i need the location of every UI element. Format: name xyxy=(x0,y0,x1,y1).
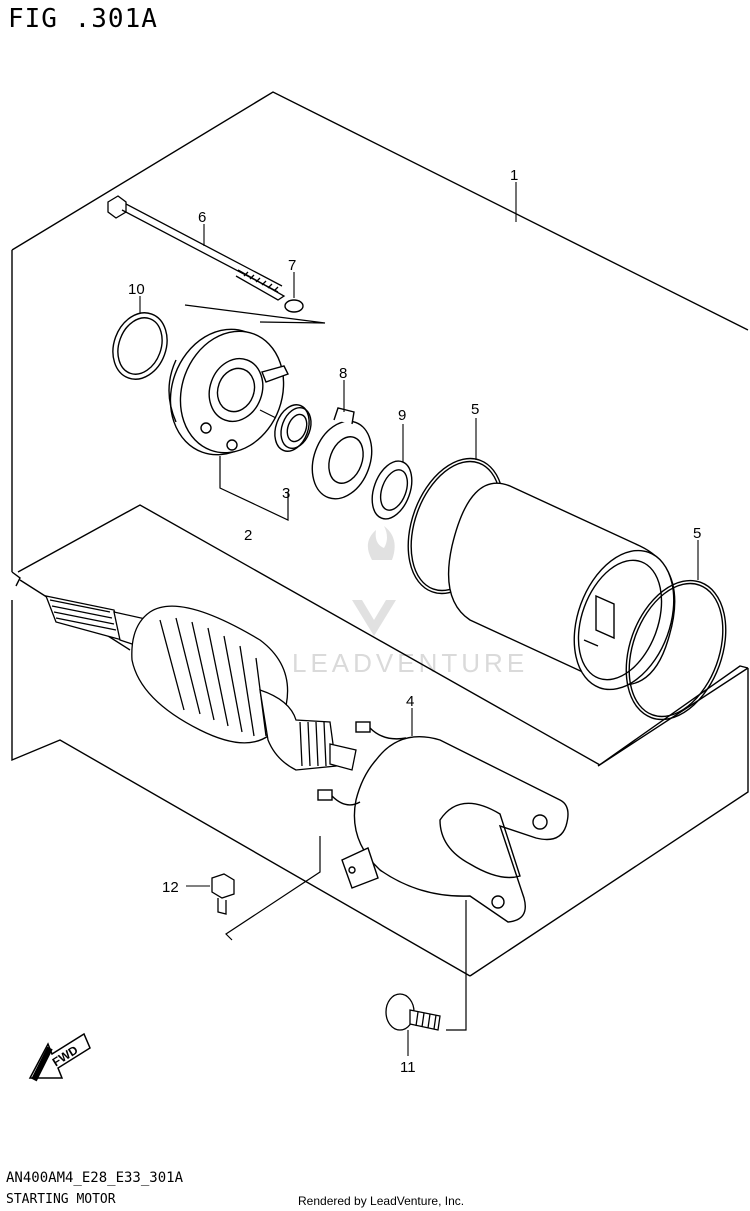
callout-10: 10 xyxy=(128,281,145,298)
callout-6: 6 xyxy=(198,209,206,226)
callout-2: 2 xyxy=(244,527,252,544)
yoke-housing xyxy=(447,482,676,691)
fwd-arrow: FWD xyxy=(28,1032,91,1082)
leadventure-watermark: LEADVENTURE xyxy=(292,526,528,678)
watermark-text: LEADVENTURE xyxy=(292,648,528,678)
callout-4: 4 xyxy=(406,693,414,710)
armature xyxy=(44,595,357,771)
brush-holder-plate xyxy=(168,328,289,456)
callout-5a: 5 xyxy=(471,401,479,418)
screw-small xyxy=(211,873,235,915)
callout-3: 3 xyxy=(282,485,290,502)
callout-7: 7 xyxy=(288,257,296,274)
callout-12: 12 xyxy=(162,879,179,896)
lock-washer xyxy=(311,407,373,500)
callout-8: 8 xyxy=(339,365,347,382)
figure-name: STARTING MOTOR xyxy=(6,1192,116,1207)
flange-bolt xyxy=(385,993,441,1031)
o-ring-small xyxy=(284,299,304,313)
callout-9: 9 xyxy=(398,407,406,424)
o-ring-large xyxy=(112,312,168,380)
end-cover xyxy=(317,721,569,923)
render-credit: Rendered by LeadVenture, Inc. xyxy=(298,1194,465,1208)
o-ring-yoke-rear xyxy=(625,579,727,721)
leader-lines xyxy=(139,182,699,1056)
figure-code: AN400AM4_E28_E33_301A xyxy=(6,1170,184,1186)
callout-1: 1 xyxy=(510,167,518,184)
figure-title: FIG .301A xyxy=(8,4,158,34)
callout-11: 11 xyxy=(400,1059,416,1076)
thrust-washer xyxy=(371,460,413,520)
through-bolt xyxy=(107,195,286,301)
callout-5b: 5 xyxy=(693,525,701,542)
oil-seal xyxy=(274,404,312,452)
